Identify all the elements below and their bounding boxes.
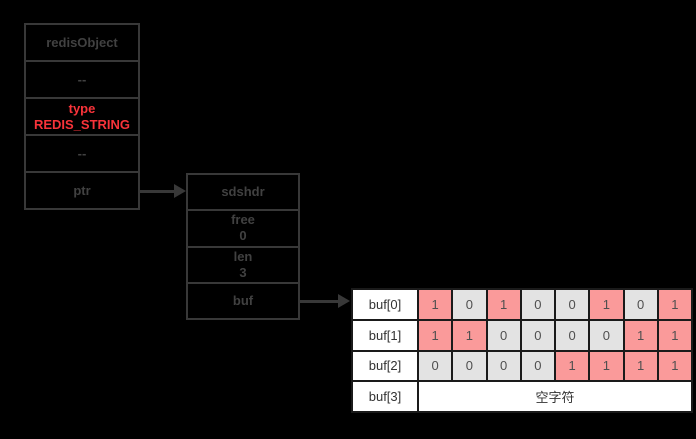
sdshdr-box: sdshdr free 0 len 3 buf xyxy=(186,173,300,320)
buf0-bit-6: 0 xyxy=(624,290,657,319)
free-field-label: free xyxy=(231,212,255,228)
buf1-bit-4: 0 xyxy=(556,320,589,350)
buf-field-label: buf xyxy=(232,292,254,308)
ellipsis-label: -- xyxy=(77,71,87,87)
redis-object-row-ellipsis-2: -- xyxy=(26,136,138,173)
buf1-bit-3: 0 xyxy=(521,320,554,350)
arrow-ptr-to-sdshdr-head-icon xyxy=(174,184,186,198)
buf2-bit-6: 1 xyxy=(624,351,657,381)
buf0-bit-3: 0 xyxy=(521,290,554,319)
buf2-bit-1: 0 xyxy=(453,351,486,381)
buf0-label-cell: buf[0] xyxy=(353,290,417,319)
redis-object-row-ellipsis-1: -- xyxy=(26,62,138,99)
buf0-bit-1: 0 xyxy=(453,290,486,319)
arrow-buf-to-table-line xyxy=(300,300,340,303)
sdshdr-row-len: len 3 xyxy=(188,248,298,284)
type-field-value: REDIS_STRING xyxy=(33,116,131,132)
redis-object-row-title: redisObject xyxy=(26,25,138,62)
buf0-bit-2: 1 xyxy=(487,290,520,319)
buf2-bit-2: 0 xyxy=(487,351,520,381)
redis-object-row-type: type REDIS_STRING xyxy=(26,99,138,136)
buf2-bit-0: 0 xyxy=(419,351,452,381)
free-field-value: 0 xyxy=(239,228,247,244)
buf2-bit-7: 1 xyxy=(658,351,691,381)
buf0-bit-0: 1 xyxy=(419,290,452,319)
sdshdr-row-title: sdshdr xyxy=(188,175,298,212)
buf3-label-cell: buf[3] xyxy=(353,382,417,411)
redis-object-row-ptr: ptr xyxy=(26,173,138,208)
buf1-bit-6: 1 xyxy=(624,320,657,350)
ellipsis-label: -- xyxy=(77,145,87,161)
buf2-bit-4: 1 xyxy=(556,351,589,381)
buf1-bit-2: 0 xyxy=(487,320,520,350)
redis-object-title: redisObject xyxy=(46,34,118,50)
buf1-bit-0: 1 xyxy=(419,320,452,350)
arrow-buf-to-table-head-icon xyxy=(338,294,350,308)
arrow-ptr-to-sdshdr-line xyxy=(140,190,176,193)
buf0-bit-7: 1 xyxy=(658,290,691,319)
buf1-bit-7: 1 xyxy=(658,320,691,350)
sdshdr-title: sdshdr xyxy=(221,184,265,200)
sdshdr-row-buf: buf xyxy=(188,284,298,318)
buf2-label-cell: buf[2] xyxy=(353,351,417,381)
buf1-bit-1: 1 xyxy=(453,320,486,350)
redis-object-box: redisObject -- type REDIS_STRING -- ptr xyxy=(24,23,140,210)
buf0-bit-4: 0 xyxy=(556,290,589,319)
len-field-value: 3 xyxy=(239,264,247,280)
type-field-label: type xyxy=(68,100,96,116)
buf2-bit-5: 1 xyxy=(590,351,623,381)
buf3-null-char-cell: 空字符 xyxy=(419,382,691,411)
buf1-bit-5: 0 xyxy=(590,320,623,350)
sdshdr-row-free: free 0 xyxy=(188,211,298,248)
len-field-label: len xyxy=(233,248,253,264)
ptr-field-label: ptr xyxy=(73,182,91,198)
buffer-bit-table: buf[0] 1 0 1 0 0 1 0 1 buf[1] 1 1 0 0 0 … xyxy=(351,288,693,413)
buf0-bit-5: 1 xyxy=(590,290,623,319)
buf1-label-cell: buf[1] xyxy=(353,320,417,350)
buf2-bit-3: 0 xyxy=(521,351,554,381)
